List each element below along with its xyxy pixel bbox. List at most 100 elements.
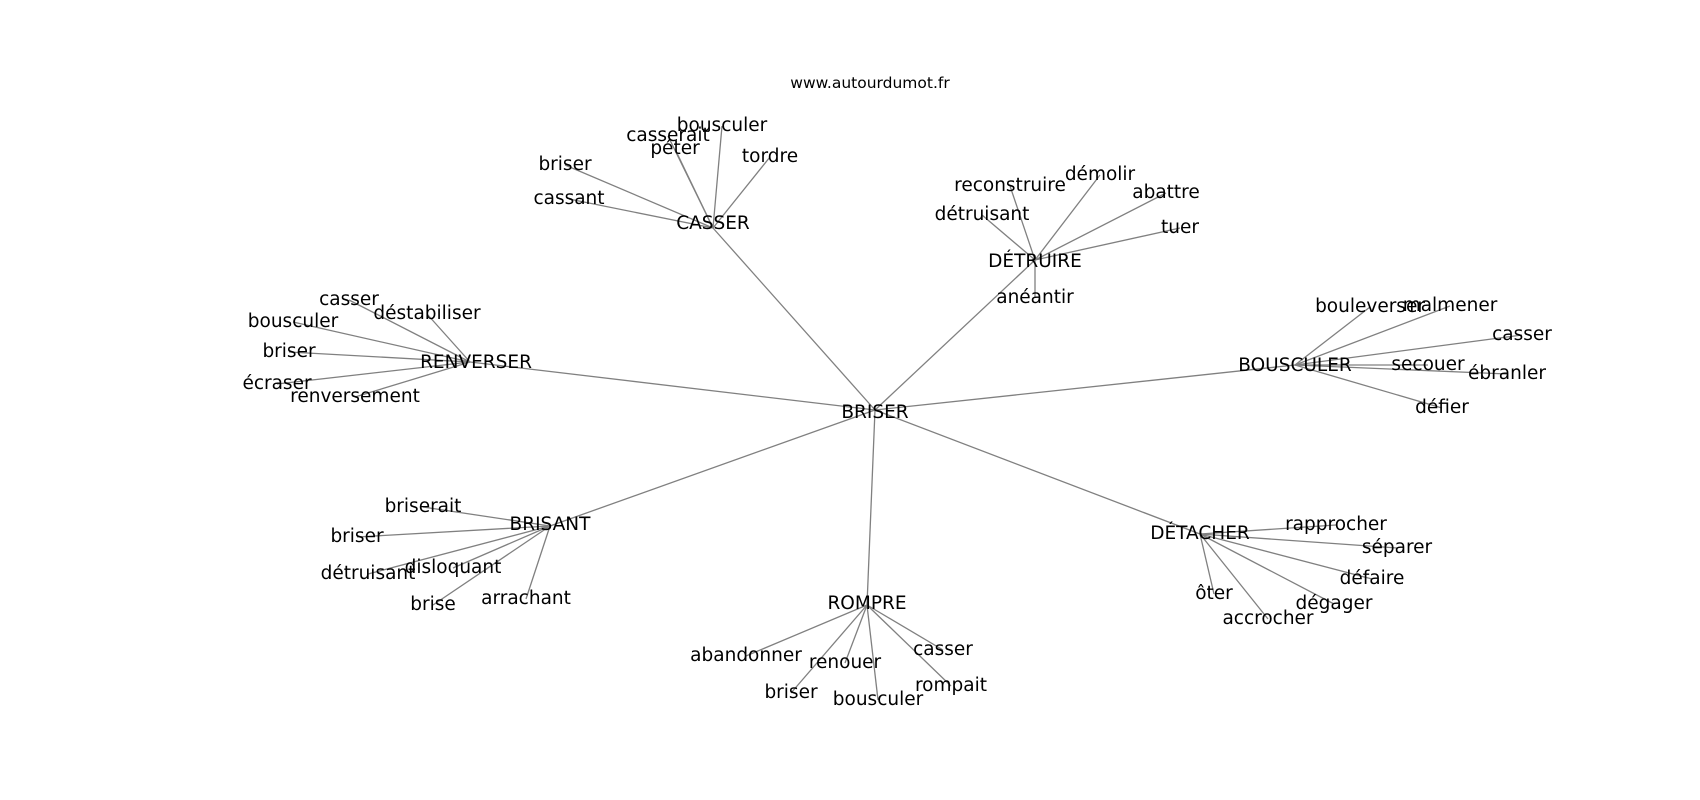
edge-rompre-leaf [745,604,868,657]
edge-bousculer-leaf [1294,306,1371,366]
site-url: www.autourdumot.fr [790,74,950,92]
edge-detruire-leaf [981,214,1036,261]
cluster-node-brisant[interactable]: BRISANT [510,514,592,535]
leaf-node[interactable]: briser [330,526,384,547]
edge-root-detacher [874,409,1201,535]
leaf-node[interactable]: accrocher [1222,608,1313,629]
edge-casser-leaf [712,125,723,229]
leaf-node[interactable]: abattre [1132,182,1200,203]
edge-rompre-leaf [790,604,868,694]
leaf-node[interactable]: briser [764,682,818,703]
leaf-node[interactable]: cassant [533,188,604,209]
leaf-node[interactable]: abandonner [690,645,802,666]
cluster-node-detruire[interactable]: DÉTRUIRE [988,250,1082,272]
leaf-node[interactable]: secouer [1391,354,1465,375]
edge-casser-leaf [568,198,714,229]
edge-root-renverser [469,361,876,411]
leaf-node[interactable]: bousculer [677,115,768,136]
edge-renverser-leaf [288,351,471,363]
leaf-node[interactable]: ôter [1195,583,1233,604]
leaf-node[interactable]: briser [538,154,592,175]
edge-brisant-leaf [367,525,551,575]
leaf-node[interactable]: bousculer [833,689,924,710]
leaf-node[interactable]: renversement [290,386,420,407]
edge-detacher-leaf [1199,524,1337,535]
edge-rompre-leaf [866,604,952,687]
edge-bousculer-leaf [1294,334,1523,366]
edge-casser-leaf [564,164,714,229]
cluster-node-bousculer[interactable]: BOUSCULER [1238,355,1352,376]
leaf-node[interactable]: séparer [1362,537,1433,558]
leaf-node[interactable]: détruisant [321,563,416,584]
cluster-node-renverser[interactable]: RENVERSER [420,352,532,373]
edge-root-detruire [874,259,1036,411]
leaf-node[interactable]: tuer [1161,217,1199,238]
edge-bousculer-leaf [1294,364,1443,409]
labels-layer: BRISERCASSERcasseraitpéterbousculertordr… [242,115,1552,710]
edge-brisant-leaf [422,506,551,527]
edge-detacher-leaf [1199,533,1398,549]
edge-rompre-leaf [866,604,944,651]
leaf-node[interactable]: démolir [1065,164,1136,185]
edge-root-bousculer [874,364,1296,411]
edge-detacher-leaf [1199,533,1335,605]
cluster-node-rompre[interactable]: ROMPRE [827,593,906,614]
leaf-node[interactable]: brise [410,594,456,615]
leaf-node[interactable]: péter [650,138,700,159]
leaf-node[interactable]: écraser [242,373,312,394]
edges-layer [276,125,1523,701]
leaf-node[interactable]: casser [319,289,379,310]
leaf-node[interactable]: casser [1492,324,1552,345]
leaf-node[interactable]: disloquant [405,557,502,578]
leaf-node[interactable]: rompait [915,675,987,696]
leaf-node[interactable]: défaire [1340,568,1405,589]
edge-bousculer-leaf [1294,364,1508,375]
cluster-node-casser[interactable]: CASSER [676,213,750,234]
edge-detacher-leaf [1199,533,1215,595]
edge-brisant-leaf [356,525,551,538]
leaf-node[interactable]: rapprocher [1285,514,1387,535]
edge-root-rompre [866,409,876,606]
edge-renverser-leaf [292,321,471,363]
leaf-node[interactable]: briser [262,341,316,362]
edge-detruire-leaf [1034,192,1167,261]
edge-renverser-leaf [354,361,471,398]
leaf-node[interactable]: malmener [1403,295,1498,316]
edge-casser-leaf [674,148,714,229]
leaf-node[interactable]: renouer [809,652,882,673]
edge-detruire-leaf [1034,174,1101,261]
leaf-node[interactable]: anéantir [996,287,1074,308]
edge-rompre-leaf [844,604,868,664]
edge-detruire-leaf [1034,227,1181,261]
edge-brisant-leaf [525,525,551,600]
leaf-node[interactable]: arrachant [481,588,571,609]
edge-detacher-leaf [1199,533,1269,620]
edge-bousculer-leaf [1294,305,1451,366]
leaf-node[interactable]: bousculer [248,311,339,332]
leaf-node[interactable]: déstabiliser [373,303,481,324]
edge-renverser-leaf [348,299,471,363]
leaf-node[interactable]: casser [913,639,973,660]
edge-rompre-leaf [866,604,879,701]
edge-renverser-leaf [426,313,471,363]
cluster-node-detacher[interactable]: DÉTACHER [1150,522,1250,544]
edge-brisant-leaf [432,525,551,606]
leaf-node[interactable]: reconstruire [954,175,1066,196]
leaf-node[interactable]: détruisant [935,204,1030,225]
edge-renverser-leaf [276,361,471,385]
leaf-node[interactable]: dégager [1296,593,1373,614]
edge-casser-leaf [712,156,771,229]
edge-brisant-leaf [452,525,551,569]
leaf-node[interactable]: briserait [385,496,462,517]
edge-root-casser [712,227,876,411]
leaf-node[interactable]: bouleverser [1315,296,1425,317]
edge-detacher-leaf [1199,533,1373,580]
leaf-node[interactable]: défier [1415,397,1469,418]
root-node-label[interactable]: BRISER [841,402,908,423]
edge-detruire-leaf [1009,185,1036,261]
leaf-node[interactable]: casserait [626,125,710,146]
edge-root-brisant [549,409,876,527]
leaf-node[interactable]: ébranler [1468,363,1546,384]
leaf-node[interactable]: tordre [742,146,798,167]
